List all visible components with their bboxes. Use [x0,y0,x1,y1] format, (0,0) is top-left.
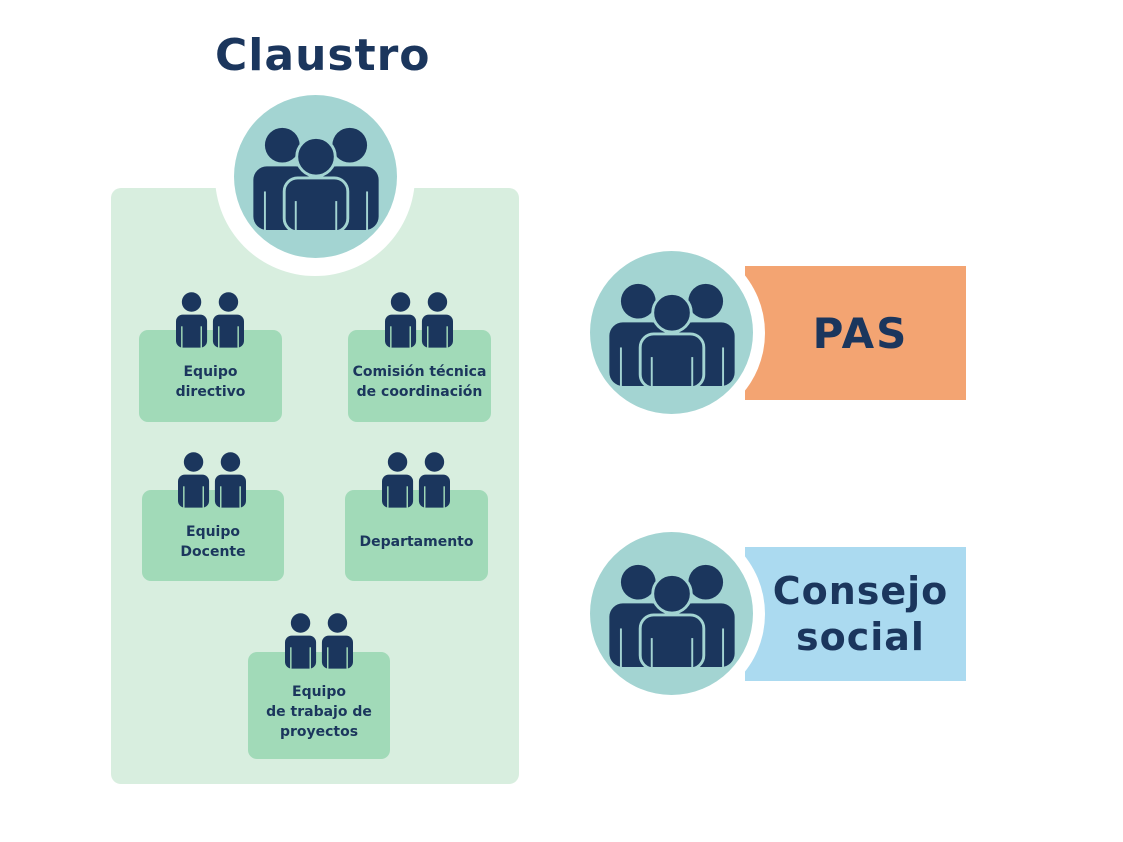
unit-label: Comisión técnica de coordinación [352,364,487,400]
unit-label: Equipo directivo [175,364,246,400]
pair-people-icon [385,291,453,348]
pas-label-box: PAS [745,266,966,400]
consejo-circle [590,532,753,695]
group-icon [609,561,735,667]
pair-people-icon [178,451,246,508]
unit-label: Departamento [359,533,474,550]
unit-label: Equipo de trabajo de proyectos [266,683,372,740]
unit-equipo-directivo: Equipo directivo [139,330,282,422]
pair-people-icon [285,612,353,669]
group-icon [253,124,379,230]
pair-people-icon [382,451,450,508]
pair-people-icon [176,291,244,348]
unit-departamento: Departamento [345,490,488,581]
consejo-social-label-box: Consejo social [745,547,966,681]
claustro-title: Claustro [215,30,431,81]
unit-equipo-docente: Equipo Docente [142,490,284,581]
claustro-circle [234,95,397,258]
unit-equipo-proyectos: Equipo de trabajo de proyectos [248,652,390,759]
unit-label: Equipo Docente [180,523,246,560]
pas-circle [590,251,753,414]
unit-comision-tecnica: Comisión técnica de coordinación [348,330,491,422]
group-icon [609,280,735,386]
